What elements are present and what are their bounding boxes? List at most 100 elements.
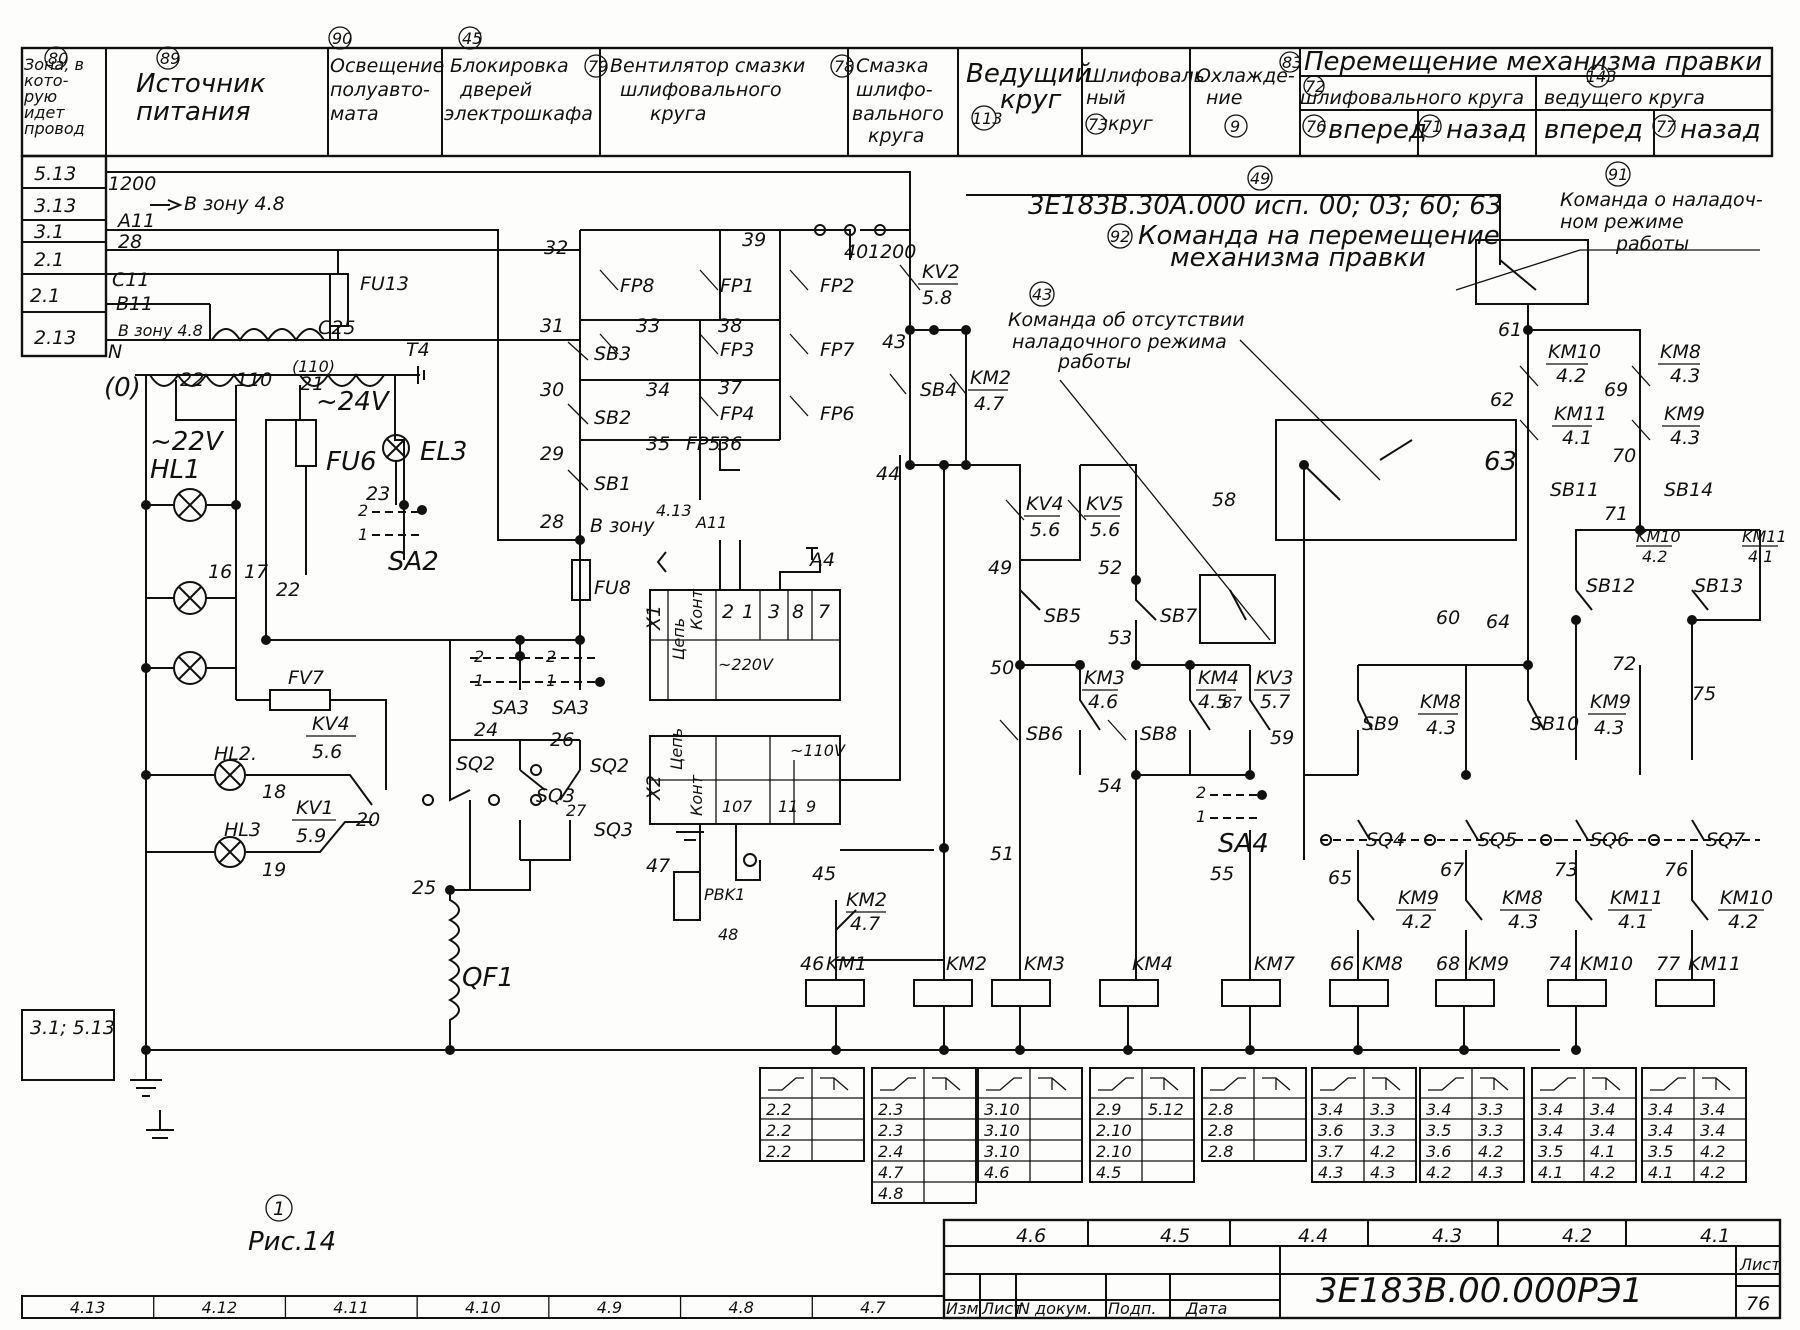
stamp-col-5: Дата: [1185, 1299, 1227, 1318]
node-35: 35: [646, 433, 670, 455]
label-coil-km4: KM4: [1132, 953, 1173, 975]
contact-table-cell: 4.5: [1096, 1163, 1121, 1182]
contact-table-5: 2.82.82.8: [1201, 1067, 1307, 1162]
label-km8-ref: 4.3: [1670, 365, 1700, 387]
node-51: 51: [990, 843, 1014, 865]
label-sb14: SB14: [1664, 479, 1713, 501]
contact-table-cell: 3.3: [1370, 1121, 1395, 1140]
label-km11: KM11: [1554, 403, 1607, 425]
to-zone-2: В зону 4.8: [118, 321, 203, 340]
contact-table-cell: 3.5: [1538, 1142, 1563, 1161]
label-sa3: SA3: [492, 697, 529, 719]
contact-table-cell: 3.6: [1318, 1121, 1343, 1140]
contact-table-cell: 2.2: [766, 1142, 791, 1161]
stamp-col-2: Лист: [981, 1299, 1023, 1318]
label-sb13: SB13: [1694, 575, 1743, 597]
label-22v: ~22V: [150, 427, 225, 457]
cmd-setup-1: Команда о наладоч-: [1560, 189, 1763, 211]
node-52: 52: [1098, 557, 1122, 579]
label-kv1-ref: 5.9: [296, 825, 326, 847]
label-hl1: HL1: [150, 455, 201, 485]
wire-28: 28: [118, 231, 142, 253]
figure-caption-text: Рис.14: [248, 1227, 336, 1257]
figure-caption: 1 Рис.14: [248, 1194, 336, 1257]
contact-table-cell: 3.4: [1648, 1100, 1673, 1119]
node-32: 32: [544, 237, 568, 259]
label-fp2: FP2: [820, 275, 854, 297]
label-hl2: HL2.: [214, 743, 257, 765]
coil-km1: [805, 979, 865, 1007]
label-sb8: SB8: [1140, 723, 1177, 745]
limit-switch-row: SQ4 SQ5 SQ6 SQ7 65 67 73 76 KM9 4.2 KM8 …: [1320, 819, 1773, 980]
label-sb7: SB7: [1160, 605, 1197, 627]
header-zone-3-line-3: электрошкафа: [444, 103, 593, 125]
x1-c7: 7: [818, 601, 830, 623]
bus-lines: [106, 171, 911, 541]
label-sb9: SB9: [1362, 713, 1399, 735]
node-66: 66: [1330, 953, 1354, 975]
fuse-fv7: [269, 689, 331, 711]
node-72: 72: [1612, 653, 1636, 675]
label-km2-ref: 4.7: [974, 393, 1004, 415]
node-23: 23: [366, 483, 390, 505]
sa3-pos-1b: 1: [546, 671, 556, 690]
zone-413-feed: FU8 В зону 4.13 A11: [571, 501, 741, 601]
coil-km2: [913, 979, 973, 1007]
zone-bottom-3: 4.11: [333, 1298, 369, 1317]
x2-c10: 10: [722, 797, 742, 816]
header-zone-1-line-2: питания: [136, 97, 251, 127]
zone-bottom-5: 4.9: [597, 1298, 622, 1317]
dresser-interlocks: 61 KM10 4.2 KM8 4.3 62 69 KM11 4.1 KM9 4…: [1484, 319, 1787, 775]
left-zone-3: 3.1: [34, 221, 64, 243]
node-46: 46: [800, 953, 824, 975]
label-km8-c-ref: 4.3: [1426, 717, 1456, 739]
contact-table-cell: 2.9: [1096, 1100, 1121, 1119]
contact-table-cell: 4.7: [878, 1163, 904, 1182]
node-49: 49: [988, 557, 1012, 579]
x1-kont: Конт: [687, 588, 706, 630]
header-zone-8-line-1: Охлажде-: [1196, 65, 1295, 87]
contact-table-cell: 3.4: [1426, 1100, 1451, 1119]
label-fp8: FP8: [620, 275, 654, 297]
label-kv4-ref: 5.6: [312, 741, 342, 763]
label-coil-km7: KM7: [1254, 953, 1295, 975]
node-53: 53: [1108, 627, 1132, 649]
node-16: 16: [208, 561, 232, 583]
header-zone-ref-8: 9: [1230, 117, 1240, 136]
node-55: 55: [1210, 863, 1234, 885]
contact-table-cell: 3.7: [1318, 1142, 1344, 1161]
header-group-title: Перемещение механизма правки: [1304, 47, 1762, 77]
zone-right-5: 4.2: [1562, 1225, 1592, 1247]
indication-circuit: FV7 KV4 5.6 HL2. HL3 18 19 KV1 5.9 20: [141, 667, 387, 881]
coil-row: 46 KM1 KM2 KM3 KM4 KM7 66 KM8 68 KM9 74 …: [800, 953, 1741, 1055]
contact-table-cell: 4.1: [1648, 1163, 1673, 1182]
label-km10-b-ref: 4.2: [1642, 547, 1667, 566]
contact-table-cell: 2.10: [1096, 1142, 1132, 1161]
label-kv3: KV3: [1256, 667, 1294, 689]
header-zone-5-line-3: вального: [852, 103, 944, 125]
contact-table-cell: 3.6: [1426, 1142, 1451, 1161]
label-sq7: SQ7: [1706, 829, 1745, 851]
sa2-pos-1: 1: [358, 525, 368, 544]
header-left-line-4: идет: [24, 103, 65, 122]
contact-table-cell: 4.1: [1538, 1163, 1563, 1182]
node-76: 76: [1664, 859, 1688, 881]
node-27: 27: [566, 801, 587, 820]
ref-49: 49: [1250, 169, 1270, 188]
transformer-t4: FU13 C25 T4 ~24V: [149, 250, 430, 417]
wire-a11: A11: [116, 210, 155, 232]
coil-km11: [1655, 979, 1715, 1007]
header-group-ref: 83: [1282, 53, 1302, 72]
header-zone-ref-1: 89: [160, 49, 180, 68]
contact-table-cell: 2.8: [1208, 1142, 1233, 1161]
contact-table-cell: 2.2: [766, 1121, 791, 1140]
label-qf1: QF1: [462, 963, 514, 993]
header-sub-ref-a: 72: [1305, 77, 1325, 96]
label-sb1: SB1: [594, 473, 631, 495]
header-zone-8-line-2: ние: [1206, 87, 1242, 109]
header-zone-3-line-1: Блокировка: [450, 55, 569, 77]
label-kv3-ref: 5.7: [1260, 691, 1290, 713]
header-dir-ref-1: 76: [1306, 117, 1326, 136]
